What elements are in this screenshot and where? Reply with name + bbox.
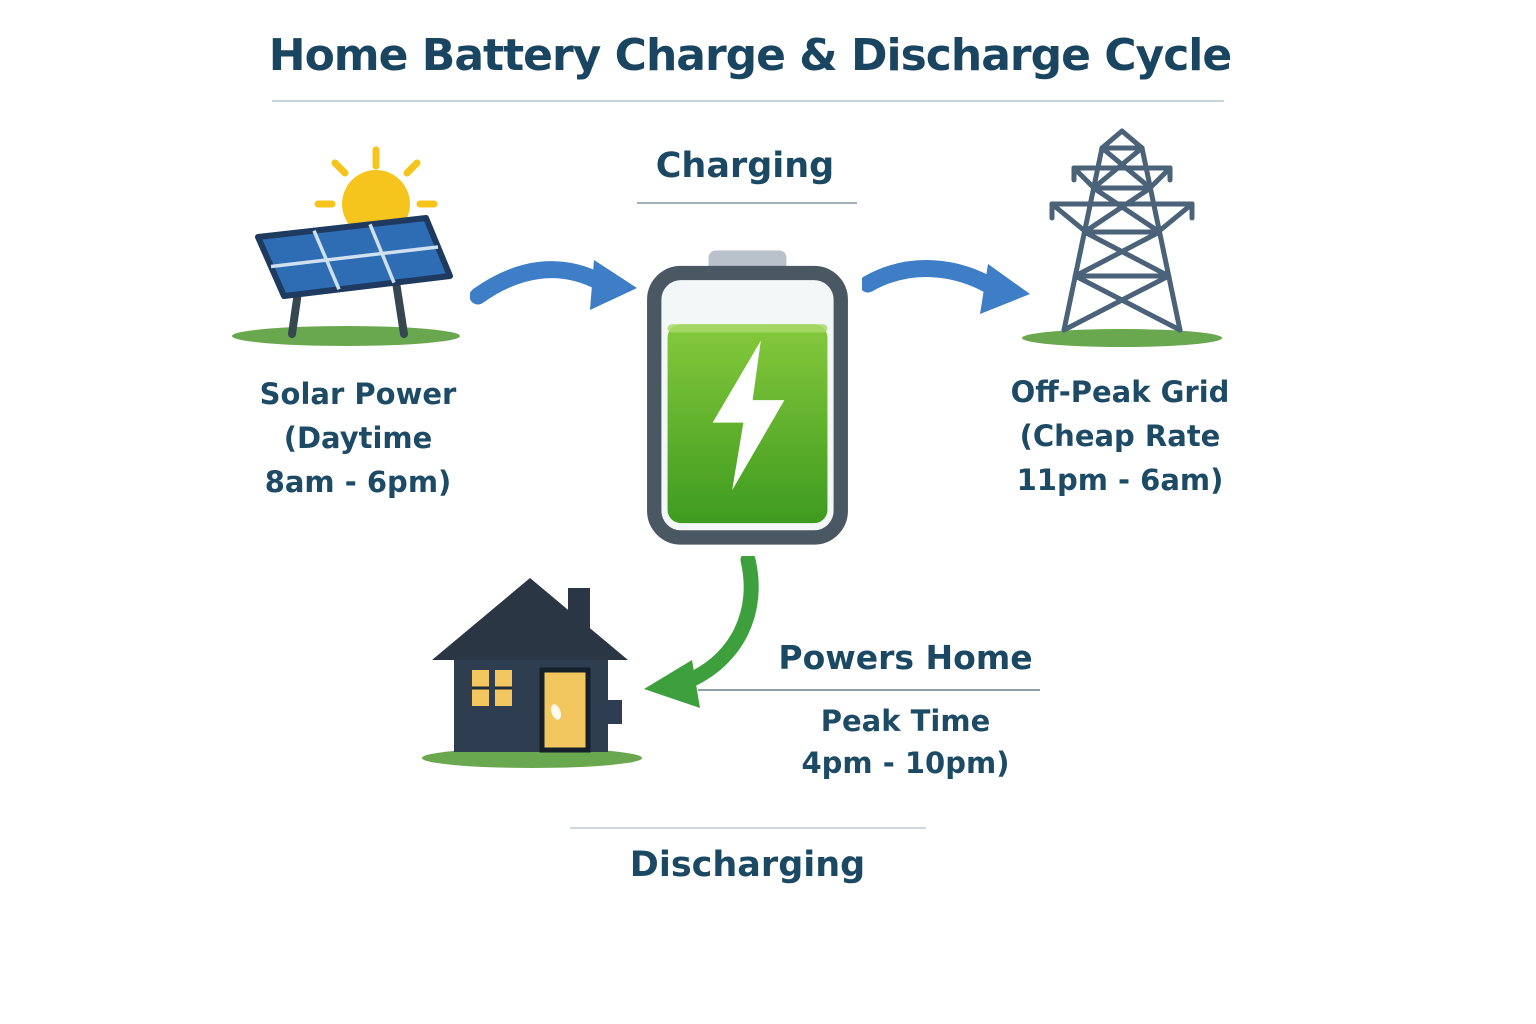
panel-icon: [255, 215, 453, 299]
charging-divider: [637, 202, 857, 204]
solar-caption-line1: Solar Power: [259, 377, 457, 411]
discharging-divider: [570, 827, 926, 829]
window-icon: [472, 670, 512, 706]
discharging-heading: Discharging: [629, 845, 866, 885]
powers-home-divider: [698, 689, 1040, 691]
solar-panel-with-sun-icon: [232, 146, 460, 346]
grid-caption-line1: Off-Peak Grid: [1010, 375, 1230, 409]
arrow-battery-to-grid-icon: [862, 260, 1030, 314]
battery-charging-icon: [647, 250, 848, 545]
grid-caption: Off-Peak Grid (Cheap Rate 11pm - 6am): [998, 370, 1242, 502]
door-icon: [539, 667, 591, 753]
utility-box: [608, 700, 622, 724]
arrow-solar-to-battery-icon: [470, 260, 637, 310]
powers-home-heading: Powers Home: [778, 638, 1033, 677]
transmission-tower-icon: [1022, 128, 1222, 347]
house-icon: [422, 578, 642, 768]
solar-caption-line2: (Daytime: [283, 421, 433, 455]
solar-caption-line3: 8am - 6pm): [264, 465, 452, 499]
powers-home-caption: Peak Time 4pm - 10pm): [758, 700, 1053, 784]
powers-home-line2: 4pm - 10pm): [801, 746, 1010, 780]
roof: [432, 578, 628, 660]
grass-icon: [422, 748, 642, 768]
solar-caption: Solar Power (Daytime 8am - 6pm): [226, 372, 490, 504]
charging-heading: Charging: [655, 146, 835, 186]
grid-caption-line2: (Cheap Rate: [1019, 419, 1221, 453]
powers-home-line1: Peak Time: [820, 704, 991, 738]
grass-icon: [232, 326, 460, 346]
page-title: Home Battery Charge & Discharge Cycle: [268, 30, 1232, 81]
grass-icon: [1022, 329, 1222, 347]
panel-legs: [288, 278, 408, 338]
lightning-bolt-icon: [712, 340, 785, 491]
title-divider: [272, 100, 1224, 102]
arrow-battery-to-home-icon: [644, 556, 759, 708]
grid-caption-line3: 11pm - 6am): [1016, 463, 1224, 497]
